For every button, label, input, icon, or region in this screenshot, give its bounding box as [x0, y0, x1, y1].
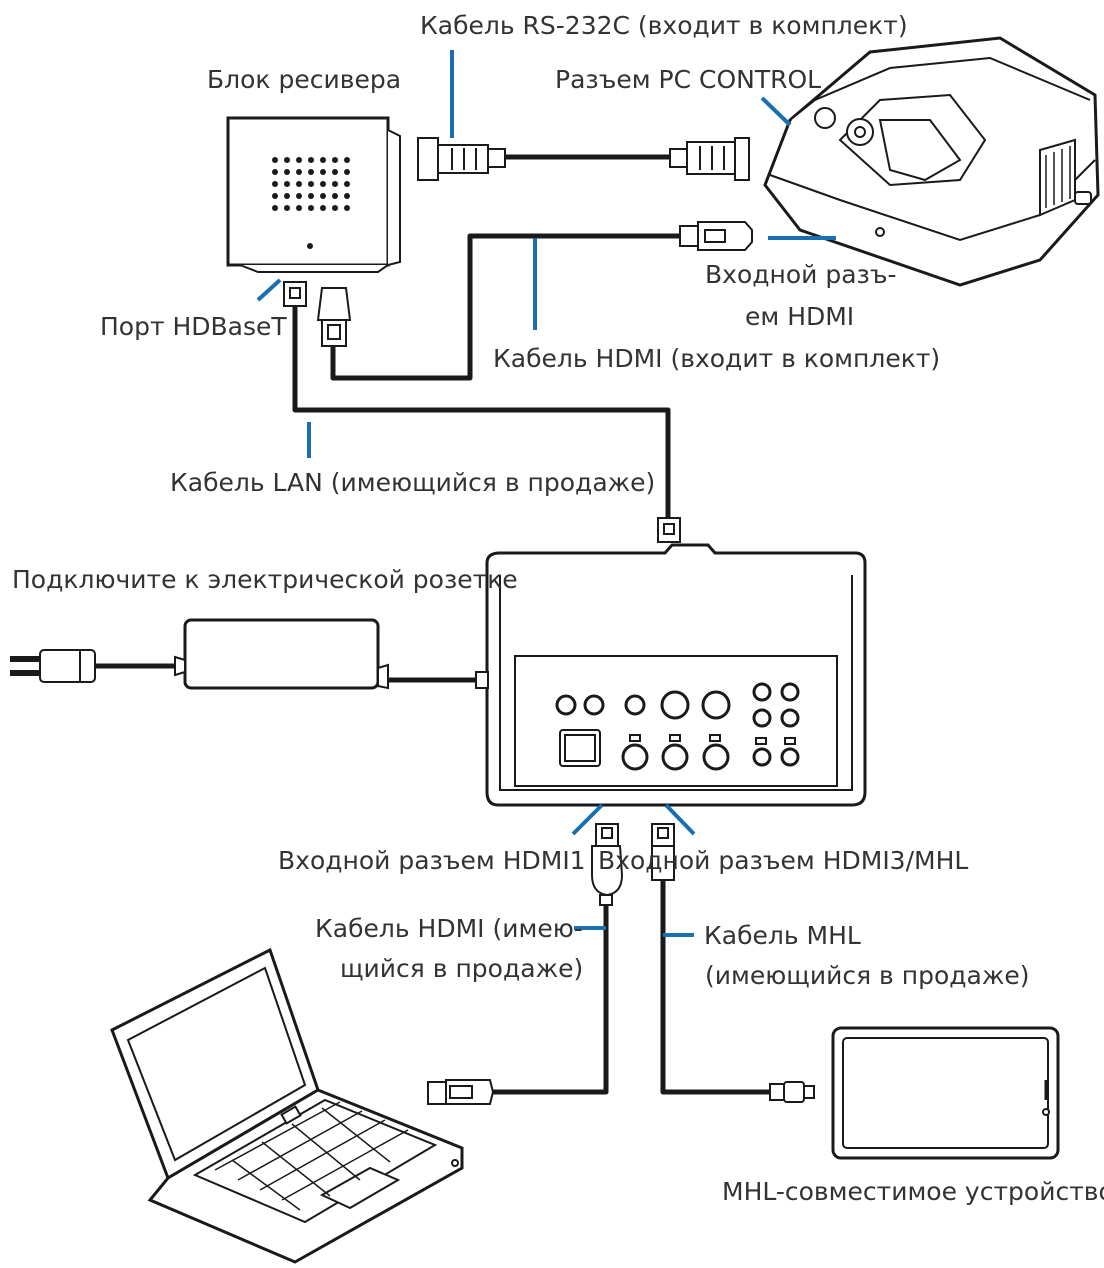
label-hdmi1-input: Входной разъем HDMI1	[278, 846, 586, 875]
switcher-lan-plug	[657, 517, 681, 543]
switcher-jacks	[555, 682, 800, 771]
power-adapter	[174, 618, 389, 690]
projector-hdmi-plug	[679, 221, 753, 251]
label-pc-control-port: Разъем PC CONTROL	[555, 65, 821, 94]
hdmi-cable-projector-line	[330, 233, 680, 381]
hdbaset-port-plug	[283, 281, 307, 307]
label-mhl-cable-line2: (имеющийся в продаже)	[705, 961, 1030, 990]
switcher-power-jack	[475, 671, 489, 689]
projector	[763, 36, 1100, 287]
receiver-vent-grille	[272, 157, 350, 249]
rs232c-connector-left	[417, 137, 506, 181]
receiver-hdmi-plug	[316, 287, 352, 347]
hdmi1-plug	[591, 823, 624, 906]
receiver-unit	[226, 116, 401, 273]
laptop	[110, 947, 464, 1264]
laptop-hdmi-plug	[427, 1079, 495, 1105]
label-hdmi3-mhl-input: Входной разъем HDMI3/MHL	[598, 846, 968, 875]
power-plug	[10, 649, 96, 683]
label-hdmi-cable-sold-line1: Кабель HDMI (имею-	[315, 914, 583, 943]
label-hdmi-input-line2: ем HDMI	[745, 302, 854, 331]
label-receiver-unit: Блок ресивера	[207, 65, 401, 94]
mhl-cable-line	[660, 880, 770, 1095]
label-mhl-cable-line1: Кабель MHL	[704, 921, 861, 950]
label-hdmi-input-line1: Входной разъ-	[705, 260, 897, 289]
switcher-box	[485, 543, 867, 807]
hdmi3-mhl-plug	[651, 823, 675, 881]
label-lan-cable: Кабель LAN (имеющийся в продаже)	[170, 468, 655, 497]
lan-cable-line	[292, 302, 671, 520]
micro-usb-plug	[769, 1081, 815, 1103]
rs232c-connector-right	[669, 137, 750, 181]
hdmi1-cable-line	[493, 905, 609, 1095]
label-mhl-device: MHL-совместимое устройство	[722, 1177, 1104, 1206]
leader-lines	[256, 50, 836, 937]
label-hdmi-cable-included: Кабель HDMI (входит в комплект)	[493, 344, 940, 373]
label-power-outlet: Подключите к электрической розетке	[12, 565, 518, 594]
mhl-device-tablet	[831, 1026, 1060, 1160]
cables	[95, 154, 770, 1095]
label-rs232c-cable: Кабель RS-232C (входит в комплект)	[420, 11, 908, 40]
labels: Кабель RS-232C (входит в комплект) Блок …	[12, 11, 1104, 1206]
label-hdmi-cable-sold-line2: щийся в продаже)	[340, 954, 583, 983]
label-hdbaset-port: Порт HDBaseT	[100, 312, 287, 341]
